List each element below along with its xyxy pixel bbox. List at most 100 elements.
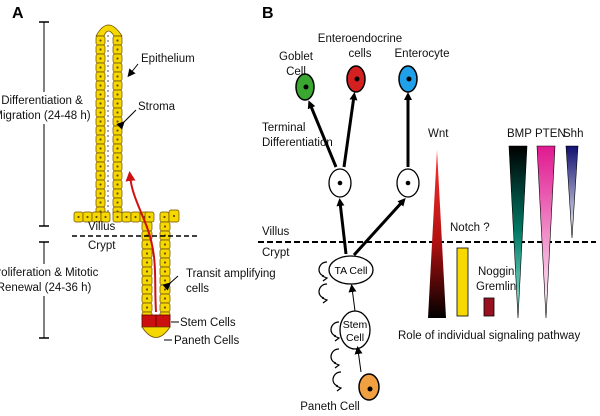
- villus-cell-left-nucleus: [99, 174, 102, 177]
- villus-base-cell-left-nucleus: [104, 215, 107, 219]
- transit-label-2: cells: [186, 283, 209, 295]
- wnt-label: Wnt: [428, 128, 449, 140]
- crypt-label-a: Crypt: [88, 240, 116, 252]
- enterocyte-label: Enterocyte: [395, 48, 450, 60]
- stem-cell-label-1: Stem: [343, 319, 368, 331]
- goblet-label-1: Goblet: [279, 51, 314, 63]
- ta-self-renewal-arrow-1: [318, 261, 328, 277]
- paneth-cell: [358, 373, 380, 401]
- notch-bar: [456, 247, 469, 317]
- crypt-cell-right-nucleus: [163, 243, 167, 246]
- villus-cell-left-nucleus: [99, 156, 102, 159]
- ta-cell: [328, 255, 374, 285]
- villus-cell-right-nucleus: [116, 120, 119, 123]
- bmp-gradient-wedge: [508, 145, 528, 319]
- villus-cell-right-nucleus: [116, 93, 119, 96]
- villus-cells: [95, 24, 123, 217]
- noggin-gremlin-bar: [483, 297, 495, 317]
- enteroendocrine-label-1: Enteroendocrine: [318, 33, 402, 45]
- crypt-cell-left-nucleus: [145, 252, 149, 255]
- stem-self-renewal-arrow-1: [330, 321, 340, 337]
- villus-cell-left-nucleus: [99, 39, 102, 42]
- villus-cell-left-nucleus: [99, 48, 102, 51]
- crypt-cell-left-nucleus: [145, 279, 149, 282]
- villus-cell-right-nucleus: [116, 75, 119, 78]
- villus-cell-right-nucleus: [116, 84, 119, 87]
- phase-bottom-bg: [2, 264, 88, 296]
- terminal-label-1: Terminal: [262, 122, 305, 134]
- crypt-top-cell-left-nucleus: [148, 215, 151, 219]
- noggin-label: Noggin: [478, 266, 514, 278]
- villus-cell-right-nucleus: [116, 192, 119, 195]
- villus-cell-left-nucleus: [99, 129, 102, 132]
- villus-cell-left-nucleus: [99, 183, 102, 186]
- stroma-pointer: [116, 109, 137, 130]
- crypt-cells: [141, 221, 171, 322]
- villus-label-a: Villus: [88, 221, 116, 233]
- phase-top-bg: [6, 92, 80, 124]
- villus-cell-right-nucleus: [116, 174, 119, 177]
- paneth-cells-base: [141, 326, 171, 338]
- crypt-cell-left-nucleus: [145, 243, 149, 246]
- transit-label-1: Transit amplifying: [186, 268, 276, 280]
- paneth-renewal-arrow: [332, 371, 342, 387]
- villus-cell-left-nucleus: [99, 84, 102, 87]
- villus-cell-right-nucleus: [116, 48, 119, 51]
- villus-base-cell-left-nucleus: [95, 215, 98, 219]
- villus-cell-left-nucleus: [99, 138, 102, 141]
- ta-self-renewal-arrow-2: [318, 283, 328, 299]
- villus-cell-left-nucleus: [99, 147, 102, 150]
- villus-cell-left-nucleus: [99, 165, 102, 168]
- stem-cell-left: [141, 314, 157, 328]
- villus-cell-right-nucleus: [116, 102, 119, 105]
- arrow-paneth-to-stem: [354, 346, 363, 373]
- panel-a: A Differentiation & Migration (24-48 h) …: [0, 5, 276, 347]
- arrow-ta-to-right: [352, 198, 406, 257]
- crypt-cell-right-nucleus: [163, 288, 167, 291]
- signaling-role-label: Role of individual signaling pathway: [398, 330, 580, 342]
- ta-self-renewal-head-2: [321, 297, 329, 304]
- enteroendocrine-cell: [346, 65, 366, 93]
- panel-b: B Goblet Cell Enteroendocrine cells Ente…: [258, 5, 596, 413]
- panel-b-letter: B: [262, 5, 274, 22]
- paneth-cell-label: Paneth Cell: [300, 401, 359, 413]
- villus-cell-left-nucleus: [99, 102, 102, 105]
- epithelium-pointer: [127, 63, 139, 78]
- wnt-gradient-wedge: [428, 150, 446, 318]
- phase-bottom-label-2: Renewal (24-36 h): [0, 282, 91, 294]
- arrow-stem-to-ta: [348, 284, 357, 312]
- villus-cell-left-nucleus: [99, 192, 102, 195]
- villus-cell-right-nucleus: [116, 147, 119, 150]
- arrow-to-goblet: [307, 100, 338, 168]
- phase-top-label-1: Differentiation &: [1, 95, 83, 107]
- stem-self-renewal-head-2: [333, 362, 341, 369]
- villus-cell-right-nucleus: [116, 165, 119, 168]
- villus-cell-left-nucleus: [99, 120, 102, 123]
- villus-cell-right-nucleus: [116, 66, 119, 69]
- stem-self-renewal-head-1: [333, 335, 341, 342]
- crypt-cell-left-nucleus: [145, 306, 149, 309]
- terminal-label-2: Differentiation: [262, 137, 333, 149]
- enteroendocrine-label-2: cells: [348, 48, 371, 60]
- villus-cell-left-nucleus: [99, 66, 102, 69]
- villus-cell-right-nucleus: [116, 138, 119, 141]
- crypt-cell-right-nucleus: [163, 225, 167, 228]
- crypt-villus-epithelium: [73, 24, 180, 338]
- crypt-cell-right-nucleus: [163, 306, 167, 309]
- paneth-renewal-head: [335, 385, 343, 392]
- villus-cell-left-nucleus: [99, 111, 102, 114]
- villus-label-b: Villus: [262, 226, 290, 238]
- crypt-top-cell-right-nucleus: [163, 215, 166, 219]
- villus-cell-right-nucleus: [116, 183, 119, 186]
- villus-base-cell-left-nucleus: [86, 215, 89, 219]
- panel-a-letter: A: [12, 5, 24, 22]
- crypt-cell-right-nucleus: [163, 252, 167, 255]
- villus-cell-right-nucleus: [116, 39, 119, 42]
- villus-cell-right-nucleus: [116, 111, 119, 114]
- progenitor-cell-left: [328, 168, 352, 198]
- stem-cell-label-2: Cell: [346, 332, 364, 344]
- crypt-cell-right-nucleus: [163, 270, 167, 273]
- notch-label: Notch ?: [450, 222, 490, 234]
- stem-cell-right: [155, 314, 171, 328]
- crypt-top-cell-outer-nucleus: [172, 214, 176, 218]
